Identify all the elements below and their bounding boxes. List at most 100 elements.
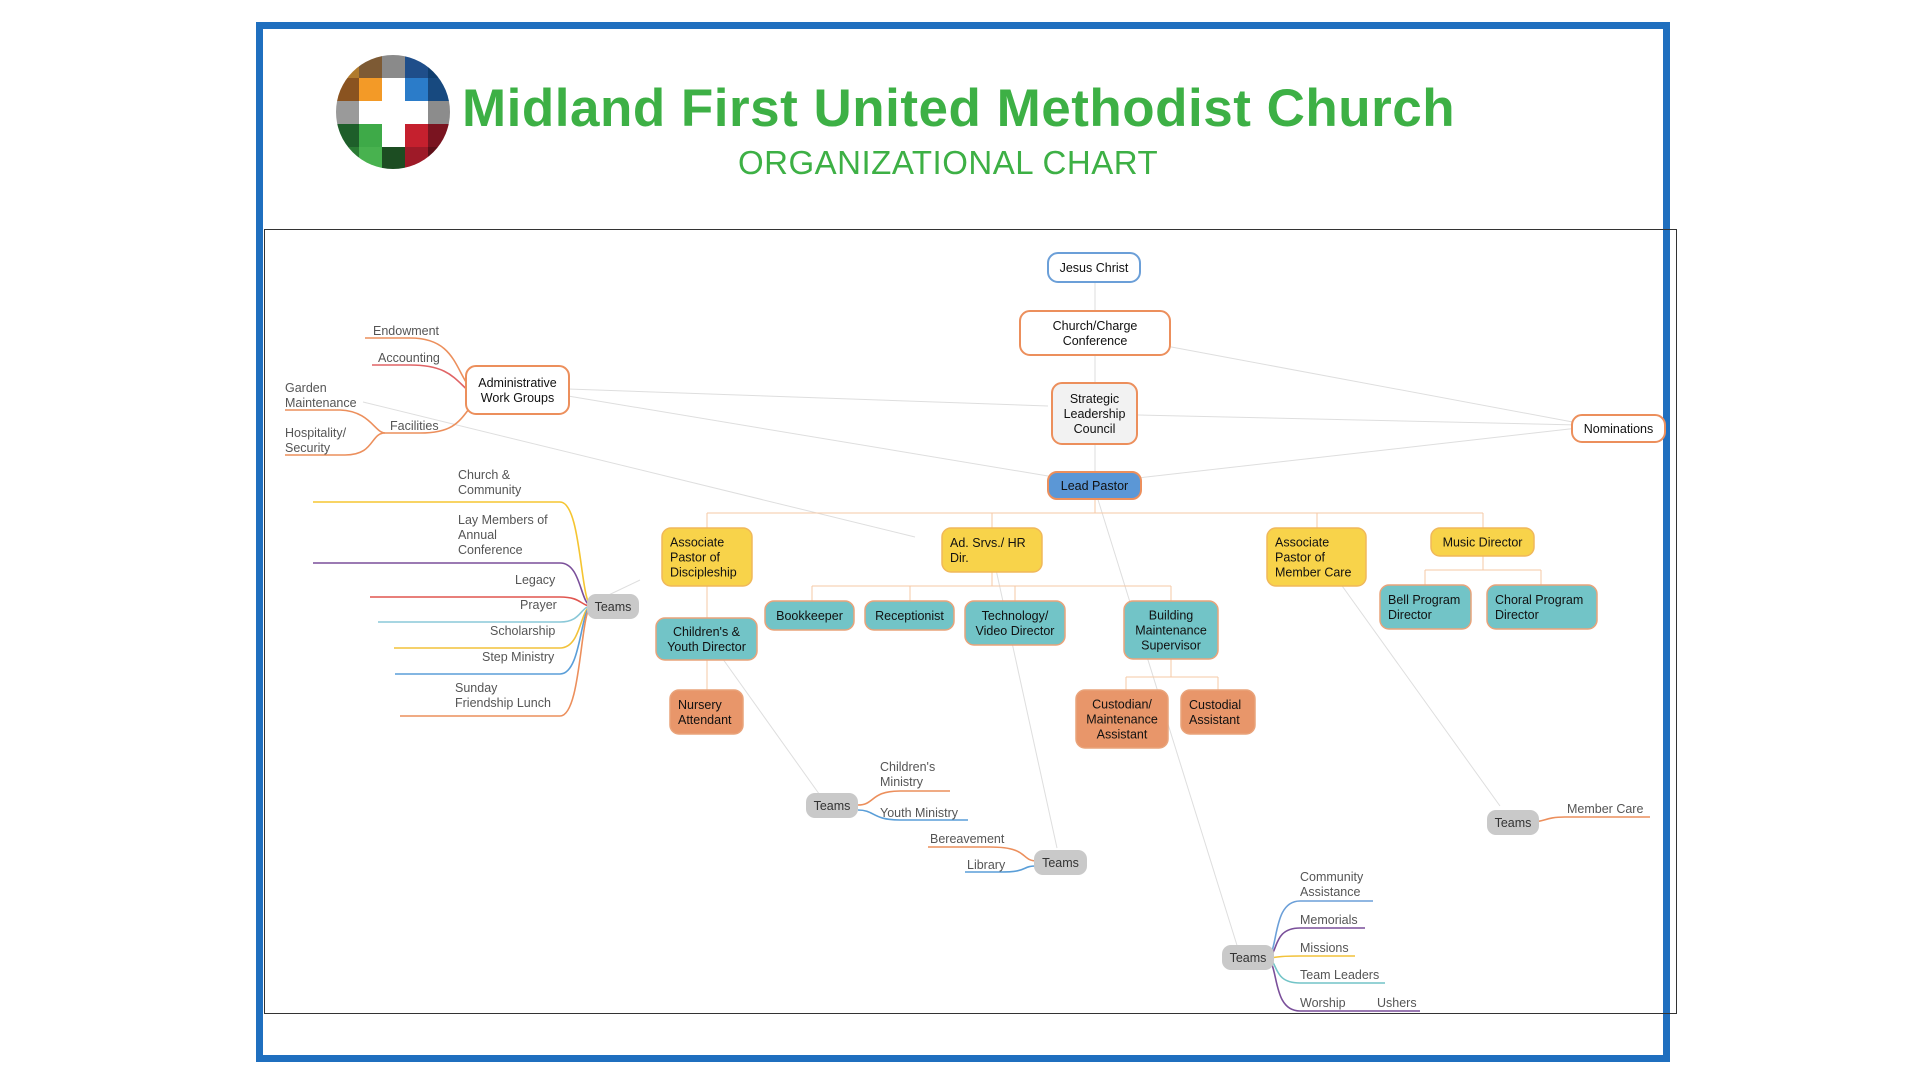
team-item-lead-pastor: Memorials: [1300, 913, 1358, 927]
node-nominations-box: [1571, 414, 1666, 443]
node-administrative-work-groups-box: [465, 365, 570, 415]
node-strategic-leadership-council-box: [1051, 382, 1138, 445]
teams-discipleship-box: [587, 594, 639, 619]
node-nominations-label: Nominations: [1584, 422, 1653, 436]
page-subtitle: ORGANIZATIONAL CHART: [738, 144, 1159, 181]
church-logo: [336, 55, 450, 169]
node-choral-program-director-box: [1486, 584, 1598, 630]
node-bookkeeper-label: Bookkeeper: [776, 609, 843, 623]
team-item-lead-pastor: Team Leaders: [1300, 968, 1379, 982]
accounting-branch: [372, 364, 473, 395]
label-hospitality-security: Hospitality/Security: [285, 426, 347, 455]
team-item-lead-pastor: Worship: [1300, 996, 1346, 1010]
team-item-library: Library: [967, 858, 1006, 872]
node-ad-srvs-hr-director-box: [941, 527, 1043, 573]
discipleship-team-branch: [378, 605, 593, 623]
teams-discipleship[interactable]: Teams: [587, 594, 639, 619]
hospitality-branch: [285, 432, 386, 456]
connector: [1165, 345, 1579, 424]
team-item-discipleship: Church &Community: [458, 468, 522, 497]
team-item-member-care: Member Care: [1567, 802, 1643, 816]
page-frame: [256, 22, 1670, 1062]
teams-ad-srvs[interactable]: Teams: [1034, 850, 1087, 875]
node-music-director-box: [1430, 527, 1535, 557]
node-associate-pastor-discipleship-box: [661, 527, 753, 587]
youth-team-branch: [857, 809, 968, 821]
node-church-charge-conference-box: [1019, 310, 1171, 356]
node-receptionist[interactable]: Receptionist: [864, 600, 955, 631]
team-item-discipleship: Scholarship: [490, 624, 555, 638]
node-music-director-label: Music Director: [1443, 536, 1523, 550]
team-item-lead-pastor: Ushers: [1377, 996, 1417, 1010]
label-facilities: Facilities: [390, 419, 439, 433]
bereavement-branch: [928, 846, 1038, 862]
node-technology-video-director[interactable]: Technology/Video Director: [964, 600, 1066, 646]
node-custodial-assistant-box: [1180, 689, 1256, 735]
teams-ad-srvs-box: [1034, 850, 1087, 875]
node-receptionist-label: Receptionist: [875, 609, 944, 623]
node-custodian-maintenance-assistant-box: [1075, 689, 1169, 749]
node-music-director[interactable]: Music Director: [1430, 527, 1535, 557]
node-technology-video-director-label: Technology/Video Director: [976, 609, 1055, 638]
node-jesus-christ[interactable]: Jesus Christ: [1047, 252, 1141, 283]
discipleship-team-branch: [370, 596, 593, 607]
teams-lead-pastor[interactable]: Teams: [1222, 945, 1274, 970]
team-item-youth-ministry: Youth Ministry: [880, 806, 959, 820]
library-branch: [965, 865, 1038, 873]
teams-children-youth[interactable]: Teams: [806, 793, 858, 818]
label-accounting: Accounting: [378, 351, 440, 365]
teams-children-youth-box: [806, 793, 858, 818]
node-childrens-youth-director[interactable]: Children's &Youth Director: [655, 617, 758, 661]
node-nursery-attendant-box: [669, 689, 744, 735]
teams-lead-pastor-label: Teams: [1230, 951, 1267, 965]
connector: [1137, 414, 1579, 426]
node-lead-pastor[interactable]: Lead Pastor: [1047, 471, 1142, 500]
node-jesus-christ-label: Jesus Christ: [1060, 261, 1129, 275]
node-building-maintenance-supervisor-box: [1123, 600, 1219, 660]
label-endowment: Endowment: [373, 324, 440, 338]
node-lead-pastor-label: Lead Pastor: [1061, 479, 1128, 493]
node-bookkeeper[interactable]: Bookkeeper: [764, 600, 855, 631]
node-lead-pastor-box: [1047, 471, 1142, 500]
connector: [567, 395, 1049, 477]
connector: [567, 388, 1049, 407]
connector: [719, 654, 823, 799]
connector: [1339, 582, 1501, 807]
node-bell-program-director-box: [1379, 584, 1472, 630]
discipleship-team-branch: [313, 501, 593, 607]
teams-member-care-box: [1487, 810, 1539, 835]
team-item-discipleship: Step Ministry: [482, 650, 555, 664]
teams-lead-pastor-box: [1222, 945, 1274, 970]
connector: [1137, 427, 1579, 479]
node-nominations[interactable]: Nominations: [1571, 414, 1666, 443]
teams-member-care[interactable]: Teams: [1487, 810, 1539, 835]
children-team-branch: [857, 790, 950, 806]
connector: [362, 401, 916, 538]
node-associate-pastor-member-care-box: [1266, 527, 1367, 587]
